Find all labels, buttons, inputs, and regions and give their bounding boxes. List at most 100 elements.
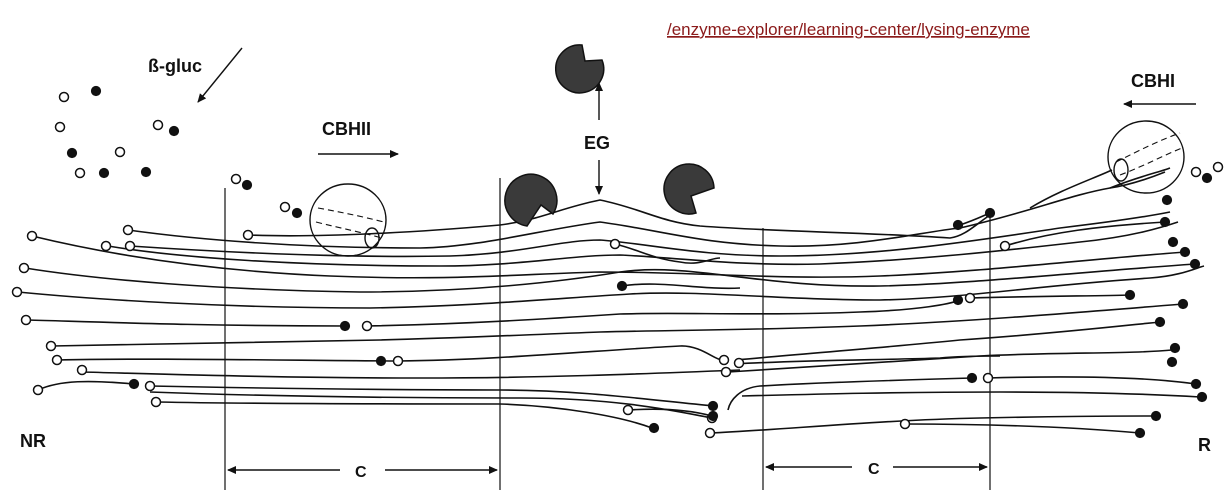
non-reducing-end: [53, 356, 62, 365]
cellulose-chain: [1110, 168, 1170, 188]
non-reducing-end: [966, 294, 975, 303]
reducing-end: [1191, 260, 1200, 269]
cbhi-enzyme-body: [1108, 121, 1184, 193]
cellulose-chain: [970, 295, 1130, 298]
glucose-open-dot: [116, 148, 125, 157]
non-reducing-end: [124, 226, 133, 235]
reducing-end: [1126, 291, 1135, 300]
non-reducing-end: [363, 322, 372, 331]
cellulose-chains: [18, 168, 1204, 433]
glucose-open-dot: [60, 93, 69, 102]
cbhi-tunnel-line: [1116, 133, 1180, 162]
reducing-end: [1163, 196, 1172, 205]
cellulose-chain: [1030, 170, 1112, 208]
reducing-end: [1161, 218, 1170, 227]
source-link-text[interactable]: /enzyme-explorer/learning-center/lysing-…: [667, 20, 1030, 39]
non-reducing-end: [611, 240, 620, 249]
reducing-end: [954, 296, 963, 305]
source-link[interactable]: /enzyme-explorer/learning-center/lysing-…: [667, 20, 1030, 39]
cellulose-chain: [988, 377, 1196, 384]
reducing-end: [650, 424, 659, 433]
glucose-open-dot: [281, 203, 290, 212]
cbhii-enzyme: [310, 184, 386, 256]
cbhi-label: CBHI: [1131, 71, 1175, 91]
reducing-end: [1169, 238, 1178, 247]
cellulose-chain: [38, 382, 134, 390]
non-reducing-end: [28, 232, 37, 241]
glucose-open-dot: [1214, 163, 1223, 172]
non-reducing-end: [126, 242, 135, 251]
cellulose-chain: [58, 346, 722, 361]
glucose-filled-dot: [92, 87, 101, 96]
beta-gluc-arrow: [198, 48, 242, 102]
crystalline-region-label-right: C: [868, 461, 880, 478]
glucose-open-dot: [154, 121, 163, 130]
non-reducing-end: [984, 374, 993, 383]
reducing-end: [618, 282, 627, 291]
reducing-end: [986, 209, 995, 218]
glucose-filled-dot: [68, 149, 77, 158]
cellulose-chain: [742, 392, 1200, 397]
cbhii-exit-ring: [365, 228, 379, 248]
non-reducing-end: [624, 406, 633, 415]
non-reducing-end: [102, 242, 111, 251]
reducing-end: [1192, 380, 1201, 389]
reducing-end: [968, 374, 977, 383]
cellulose-chain: [368, 300, 960, 326]
eg-enzyme-free: [556, 45, 604, 93]
non-reducing-end: [735, 359, 744, 368]
eg-label: EG: [584, 133, 610, 153]
crystalline-region-label-left: C: [355, 464, 367, 481]
cellulose-chain: [622, 284, 740, 288]
non-reducing-end: [13, 288, 22, 297]
reducing-end: [1156, 318, 1165, 327]
reducing-end: [130, 380, 139, 389]
cbhii-tunnel-line: [318, 208, 384, 222]
cellulose-chain: [156, 402, 652, 428]
eg-enzyme-left: [505, 174, 557, 226]
reducing-end-label: R: [1198, 435, 1211, 455]
non-reducing-end: [152, 398, 161, 407]
cellobiose-cbhii: [232, 175, 302, 218]
non-reducing-end: [20, 264, 29, 273]
cbhi-enzyme: [1108, 121, 1184, 193]
non-reducing-end: [34, 386, 43, 395]
cbhii-enzyme-body: [310, 184, 386, 256]
non-reducing-end: [78, 366, 87, 375]
non-reducing-end-label: NR: [20, 431, 46, 451]
reducing-end: [1136, 429, 1145, 438]
eg-enzyme-right: [664, 164, 714, 214]
non-reducing-end: [22, 316, 31, 325]
non-reducing-end: [394, 357, 403, 366]
reducing-end: [1168, 358, 1177, 367]
glucose-filled-dot: [100, 169, 109, 178]
non-reducing-end: [47, 342, 56, 351]
cellulose-chain: [28, 320, 346, 326]
glucose-filled-dot: [142, 168, 151, 177]
reducing-end: [1198, 393, 1207, 402]
non-reducing-end: [244, 231, 253, 240]
reducing-end: [709, 402, 718, 411]
non-reducing-end: [146, 382, 155, 391]
reducing-end: [1171, 344, 1180, 353]
beta-glucosidase-label: ß-gluc: [148, 56, 202, 76]
non-reducing-end: [722, 368, 731, 377]
reducing-end: [1152, 412, 1161, 421]
reducing-end: [377, 357, 386, 366]
reducing-end: [1181, 248, 1190, 257]
glucose-filled-dot: [170, 127, 179, 136]
reducing-end: [709, 412, 718, 421]
glucose-open-dot: [56, 123, 65, 132]
glucose-filled-dot: [293, 209, 302, 218]
cbhi-entry-ring: [1114, 159, 1128, 181]
non-reducing-end: [901, 420, 910, 429]
cbhi-tunnel-line: [1120, 148, 1182, 175]
cellulose-chain: [905, 424, 1140, 433]
cellulose-chain: [25, 264, 1195, 292]
non-reducing-end: [1001, 242, 1010, 251]
glucose-open-dot: [76, 169, 85, 178]
free-sugars-cluster: [56, 87, 179, 178]
reducing-end: [1179, 300, 1188, 309]
cellulose-chain: [82, 370, 740, 378]
non-reducing-end: [720, 356, 729, 365]
